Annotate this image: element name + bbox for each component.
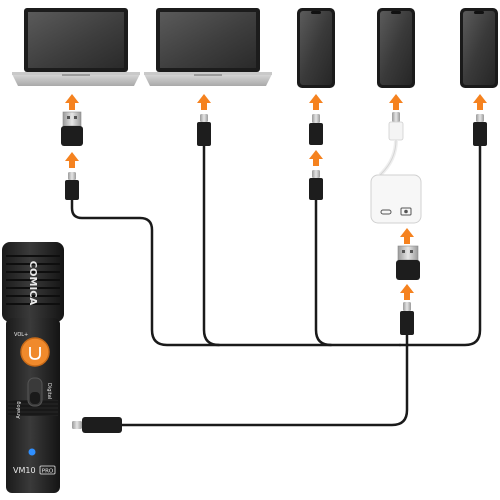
arrow-up-icon [400,284,414,300]
cables [70,143,482,427]
arrow-up-icon [309,94,323,110]
arrow-up-icon [400,228,414,244]
phone-3 [460,8,498,88]
usb-c-plug-icon [400,302,414,335]
cable-phone-lightning [314,198,333,347]
model-suffix-label: PRO [42,469,54,475]
cable-phone-camera-adapter [120,333,409,427]
cable-phone-usb-c [398,143,482,347]
mute-icon [29,347,41,360]
cable-laptop-usb-c [202,143,221,347]
laptop-1 [12,8,140,86]
lightning-plug-icon [309,114,323,145]
phone-2 [377,8,415,88]
usb-a-adapter-icon [61,111,83,146]
arrow-up-icon [473,94,487,110]
arrow-up-icon [309,150,323,166]
analog-label: Analog [16,401,22,418]
usb-c-plug-icon [197,114,211,146]
laptop-2 [144,8,272,86]
usb-c-plug-icon [65,172,79,200]
volume-label: VOL+ [14,332,28,338]
arrows [65,94,487,300]
usb-c-plug-icon [72,417,122,433]
arrow-up-icon [65,152,79,168]
usb-a-adapter-icon [396,245,420,280]
microphone: COMICA VOL+ Digital Analog VM10 PRO [2,242,64,493]
cable-laptop-usb-a [70,198,402,347]
lightning-camera-adapter-icon [370,112,422,224]
digital-label: Digital [46,383,52,399]
arrow-up-icon [65,94,79,110]
status-led [28,448,36,456]
brand-label: COMICA [27,261,38,306]
volume-button[interactable] [20,337,50,367]
arrow-up-icon [389,94,403,110]
phone-1 [297,8,335,88]
usb-c-plug-icon [309,170,323,200]
arrow-up-icon [197,94,211,110]
usb-c-plug-icon [473,114,487,146]
model-label: VM10 [13,466,36,475]
